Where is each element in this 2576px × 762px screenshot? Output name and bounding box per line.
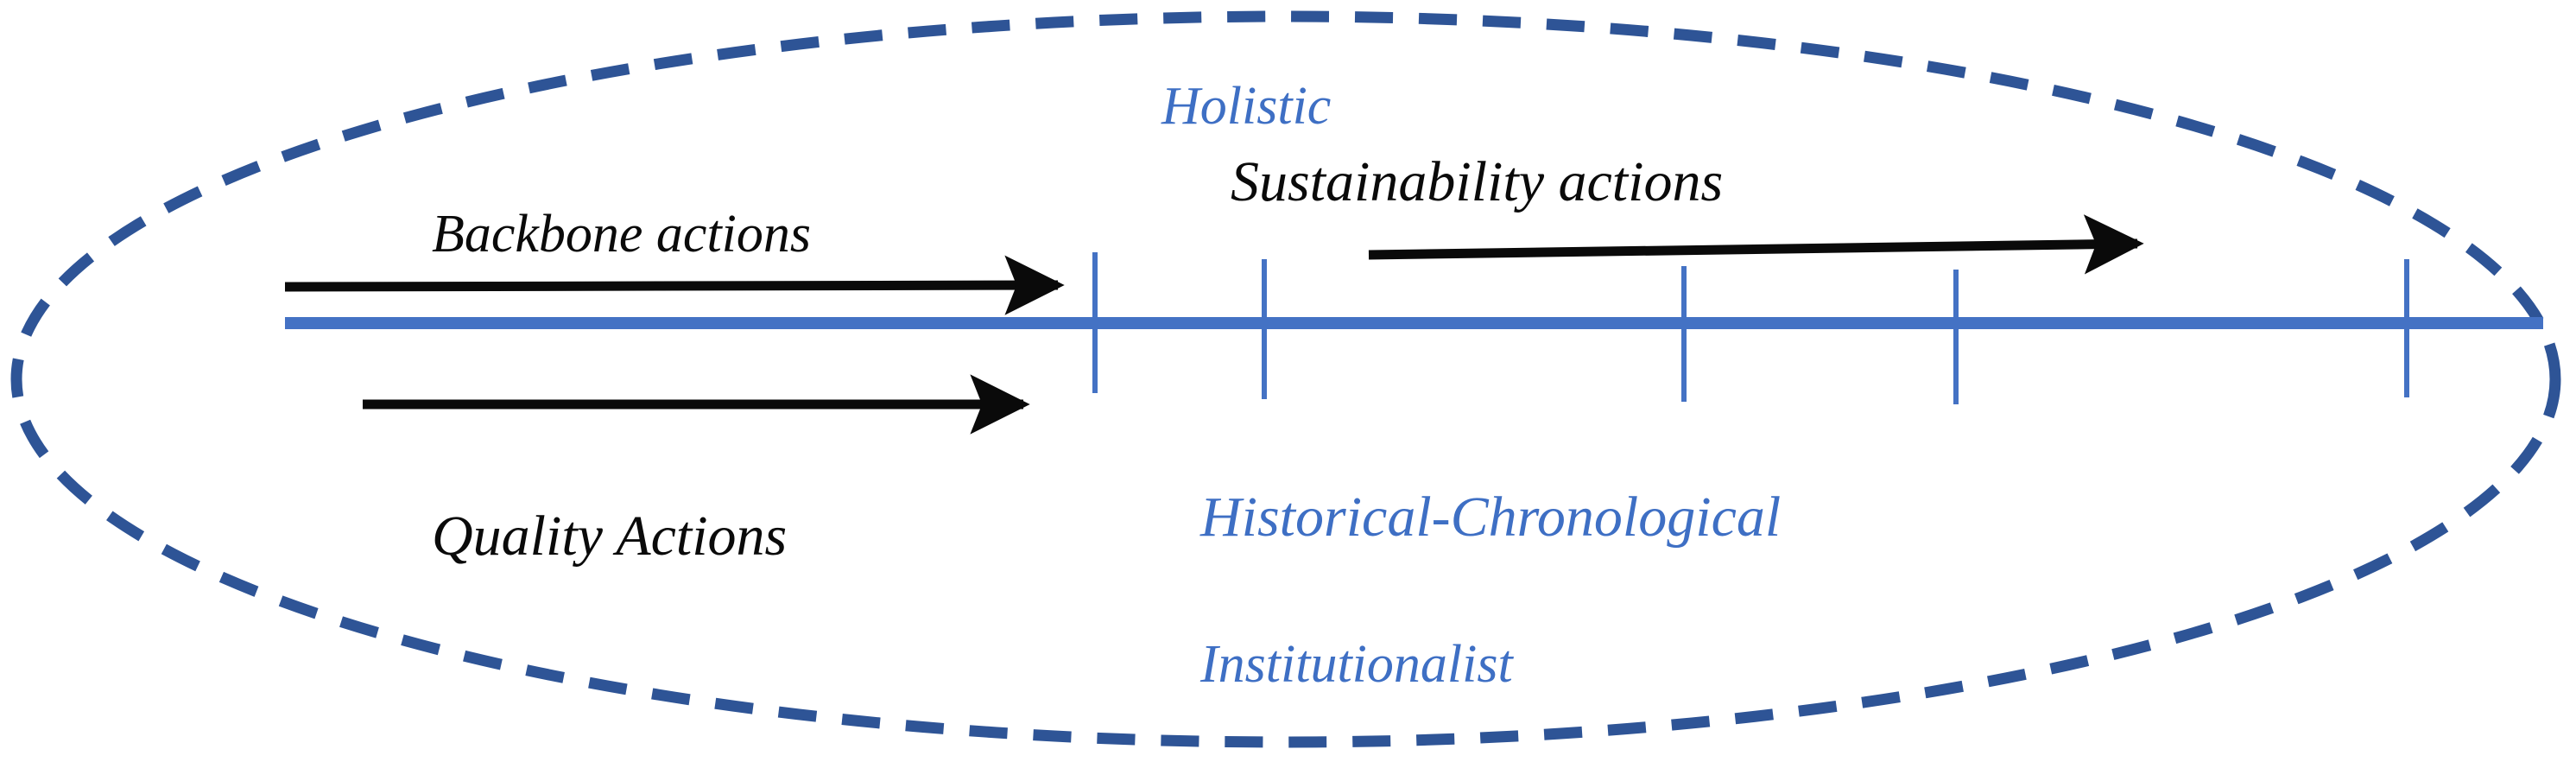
label-institutionalist: Institutionalist <box>1200 635 1513 694</box>
sustainability-actions-arrow <box>1368 214 2144 275</box>
label-historical-chronological: Historical-Chronological <box>1200 486 1782 549</box>
label-holistic: Holistic <box>1161 77 1332 136</box>
label-quality-actions: Quality Actions <box>432 505 788 568</box>
label-backbone-actions: Backbone actions <box>432 205 812 264</box>
dashed-ellipse-boundary <box>10 10 2561 748</box>
label-sustainability-actions: Sustainability actions <box>1231 150 1724 213</box>
backbone-actions-arrow <box>284 255 1065 315</box>
